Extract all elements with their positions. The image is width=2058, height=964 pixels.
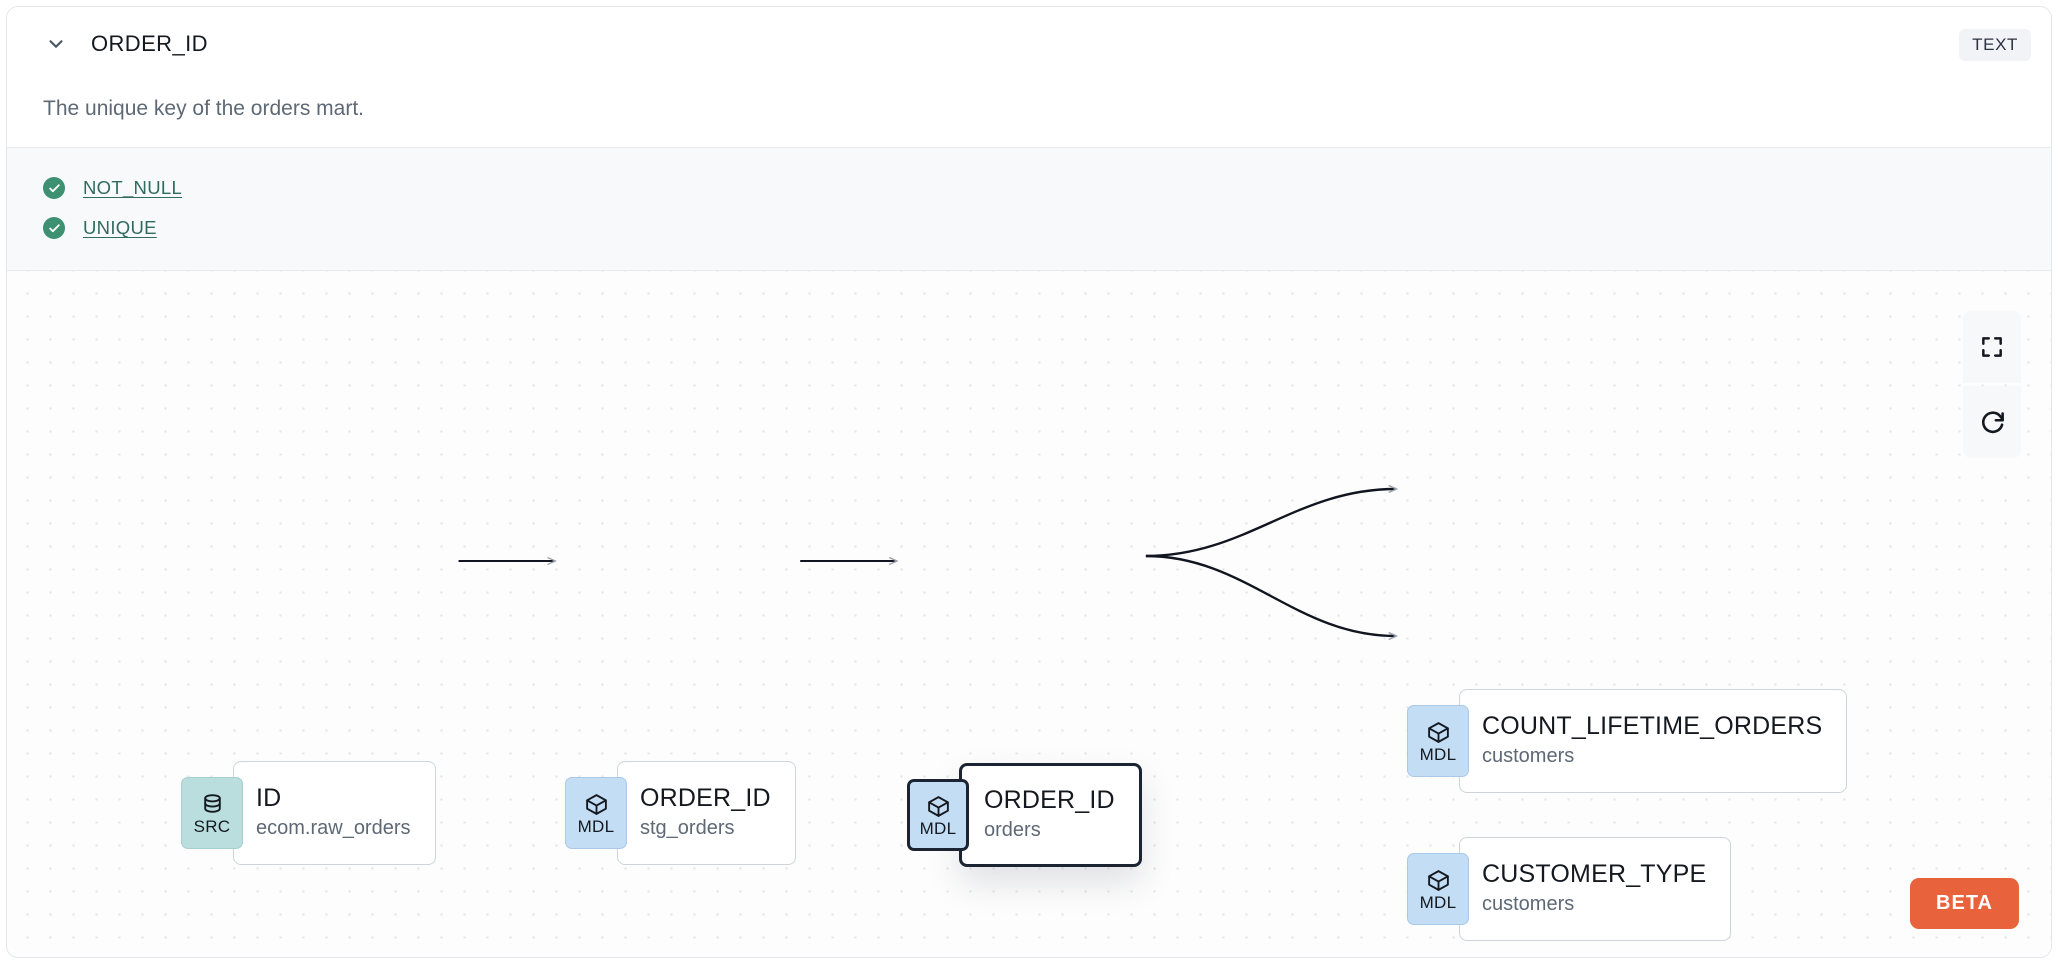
data-type-badge: TEXT — [1959, 29, 2031, 61]
node-badge-mdl: MDL — [1407, 853, 1469, 925]
chevron-down-icon[interactable] — [43, 31, 69, 57]
node-column-name: ORDER_ID — [640, 784, 771, 813]
node-body: CUSTOMER_TYPE customers — [1459, 837, 1732, 941]
node-badge-label: MDL — [919, 818, 957, 838]
node-body: COUNT_LIFETIME_ORDERS customers — [1459, 689, 1848, 793]
node-badge-mdl: MDL — [1407, 705, 1469, 777]
node-table-name: stg_orders — [640, 816, 735, 839]
column-detail-panel: ORDER_ID TEXT The unique key of the orde… — [6, 6, 2052, 958]
database-icon — [200, 792, 225, 817]
check-circle-icon — [43, 177, 65, 199]
column-description: The unique key of the orders mart. — [43, 97, 364, 120]
test-row: NOT_NULL — [7, 168, 2051, 208]
cube-icon — [1426, 868, 1451, 893]
lineage-node-mdl-customer-type[interactable]: MDL CUSTOMER_TYPE customers — [1407, 837, 1732, 941]
check-circle-icon — [43, 217, 65, 239]
refresh-icon — [1979, 409, 2006, 436]
node-column-name: CUSTOMER_TYPE — [1482, 860, 1707, 889]
cube-icon — [926, 794, 951, 819]
node-table-name: customers — [1482, 744, 1575, 767]
lineage-node-src-id[interactable]: SRC ID ecom.raw_orders — [181, 761, 436, 865]
node-badge-label: MDL — [1419, 744, 1457, 764]
node-badge-label: MDL — [577, 816, 615, 836]
fullscreen-icon — [1979, 334, 2005, 360]
cube-icon — [1426, 720, 1451, 745]
node-badge-mdl: MDL — [907, 779, 969, 851]
panel-header: ORDER_ID TEXT — [7, 7, 2051, 87]
beta-badge: BETA — [1910, 878, 2019, 929]
node-badge-label: SRC — [193, 816, 231, 836]
test-link-not-null[interactable]: NOT_NULL — [83, 177, 183, 198]
node-table-name: orders — [984, 818, 1041, 841]
graph-controls — [1963, 311, 2021, 458]
lineage-node-mdl-orders-selected[interactable]: MDL ORDER_ID orders — [907, 763, 1142, 867]
edge-orders-to-customer-type — [1145, 554, 1396, 636]
node-body: ID ecom.raw_orders — [233, 761, 436, 865]
node-column-name: ORDER_ID — [984, 786, 1115, 815]
node-table-name: ecom.raw_orders — [256, 816, 411, 839]
edge-orders-to-count-lifetime-orders — [1145, 489, 1396, 558]
lineage-graph-canvas[interactable]: SRC ID ecom.raw_orders MDL ORDE — [7, 271, 2051, 957]
page-title: ORDER_ID — [91, 31, 208, 56]
lineage-node-mdl-count-lifetime-orders[interactable]: MDL COUNT_LIFETIME_ORDERS customers — [1407, 689, 1848, 793]
lineage-node-mdl-stg-orders[interactable]: MDL ORDER_ID stg_orders — [565, 761, 796, 865]
node-badge-label: MDL — [1419, 892, 1457, 912]
node-table-name: customers — [1482, 892, 1575, 915]
node-column-name: ID — [256, 784, 282, 813]
reset-button[interactable] — [1963, 386, 2021, 458]
test-row: UNIQUE — [7, 208, 2051, 248]
fit-view-button[interactable] — [1963, 311, 2021, 383]
test-link-unique[interactable]: UNIQUE — [83, 217, 157, 238]
node-body: ORDER_ID orders — [959, 763, 1142, 867]
node-badge-mdl: MDL — [565, 777, 627, 849]
cube-icon — [584, 792, 609, 817]
node-column-name: COUNT_LIFETIME_ORDERS — [1482, 712, 1823, 741]
node-body: ORDER_ID stg_orders — [617, 761, 796, 865]
node-badge-src: SRC — [181, 777, 243, 849]
tests-section: NOT_NULL UNIQUE — [7, 147, 2051, 271]
